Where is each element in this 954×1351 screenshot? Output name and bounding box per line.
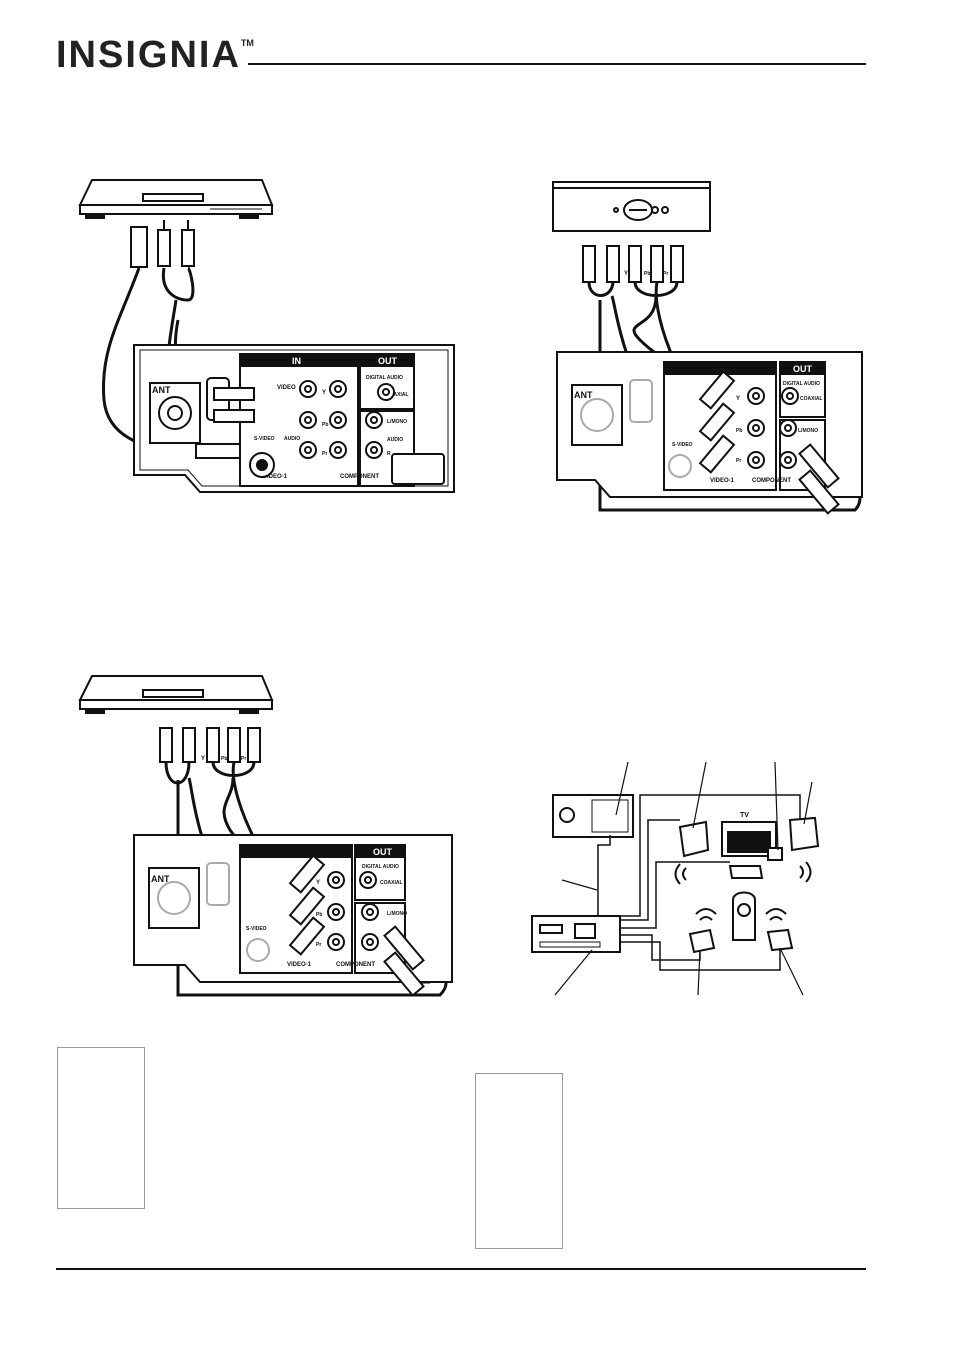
component-label-3: COMPONENT — [336, 962, 375, 968]
r-label-right-1: R — [387, 451, 391, 457]
svideo-label-1: S-VIDEO — [254, 436, 275, 442]
y-label-3: Y — [316, 880, 320, 886]
tv-label: TV — [740, 812, 749, 819]
y-label-1: Y — [322, 390, 326, 396]
y-label-2: Y — [736, 396, 740, 402]
y-plug-label-2: Y — [624, 271, 628, 277]
pr-label-1: Pr — [322, 451, 327, 457]
in-label-1: IN — [292, 356, 301, 366]
plugs-1 — [130, 220, 195, 268]
video1-label-1: VIDEO-1 — [263, 474, 288, 480]
pr-label-2: Pr — [736, 458, 741, 464]
digital-audio-label-2: DIGITAL AUDIO — [783, 381, 820, 387]
out-label-1: OUT — [378, 356, 398, 366]
waves — [674, 861, 812, 921]
svideo-label-3: S-VIDEO — [246, 926, 267, 932]
y-plug-label-3: Y — [201, 756, 205, 762]
digital-audio-label-1: DIGITAL AUDIO — [366, 375, 403, 381]
pr-plug-label-2: Pr — [663, 271, 668, 277]
panel-plugs-3 — [288, 854, 425, 997]
pb-plug-label-2: Pb — [644, 271, 650, 277]
out-label-2: OUT — [793, 364, 813, 374]
video-label-1: VIDEO — [277, 385, 296, 391]
pr-label-3: Pr — [316, 942, 321, 948]
coaxial-label-3: COAXIAL — [380, 880, 403, 886]
home-theater-wires — [597, 794, 801, 971]
digital-audio-label-3: DIGITAL AUDIO — [362, 864, 399, 870]
audio-label-right-1: AUDIO — [387, 437, 403, 443]
lmono-label-3: L/MONO — [387, 911, 407, 917]
lmono-label-2: L/MONO — [798, 428, 818, 434]
coaxial-label-1: COAXIAL — [386, 392, 409, 398]
note-box-left — [57, 1047, 145, 1209]
video1-label-3: VIDEO-1 — [287, 962, 312, 968]
pb-label-2: Pb — [736, 428, 742, 434]
audio-label-1: AUDIO — [284, 436, 300, 442]
pb-plug-label-3: Pb — [221, 756, 227, 762]
jacks-1 — [249, 380, 395, 478]
component-label-1: COMPONENT — [340, 474, 379, 480]
footer-rule — [56, 1268, 866, 1270]
out-label-3: OUT — [373, 847, 393, 857]
pr-plug-label-3: Pr — [241, 756, 246, 762]
component-label-2: COMPONENT — [752, 478, 791, 484]
header-rule — [248, 63, 866, 65]
plugs-2 — [582, 245, 684, 283]
coaxial-label-2: COAXIAL — [800, 396, 823, 402]
ant-label-2: ANT — [574, 390, 593, 400]
note-box-right — [475, 1073, 563, 1249]
jacks-3 — [246, 871, 379, 962]
dvd-player-3 — [78, 675, 274, 714]
dvd-player-1 — [78, 179, 274, 219]
home-theater — [531, 794, 820, 954]
jacks-2 — [668, 387, 799, 478]
panel-plugs-1 — [195, 387, 255, 459]
panel-plugs-2 — [698, 370, 840, 515]
lmono-label-1: L/MONO — [387, 419, 407, 425]
leader-lines — [554, 761, 813, 996]
svideo-label-2: S-VIDEO — [672, 442, 693, 448]
pb-label-3: Pb — [316, 912, 322, 918]
settop-box — [552, 181, 711, 232]
brand-logo: INSIGNIATM — [56, 34, 254, 76]
pb-label-1: Pb — [322, 422, 328, 428]
ant-label-1: ANT — [152, 385, 171, 395]
video1-label-2: VIDEO-1 — [710, 478, 735, 484]
ant-label-3: ANT — [151, 874, 170, 884]
